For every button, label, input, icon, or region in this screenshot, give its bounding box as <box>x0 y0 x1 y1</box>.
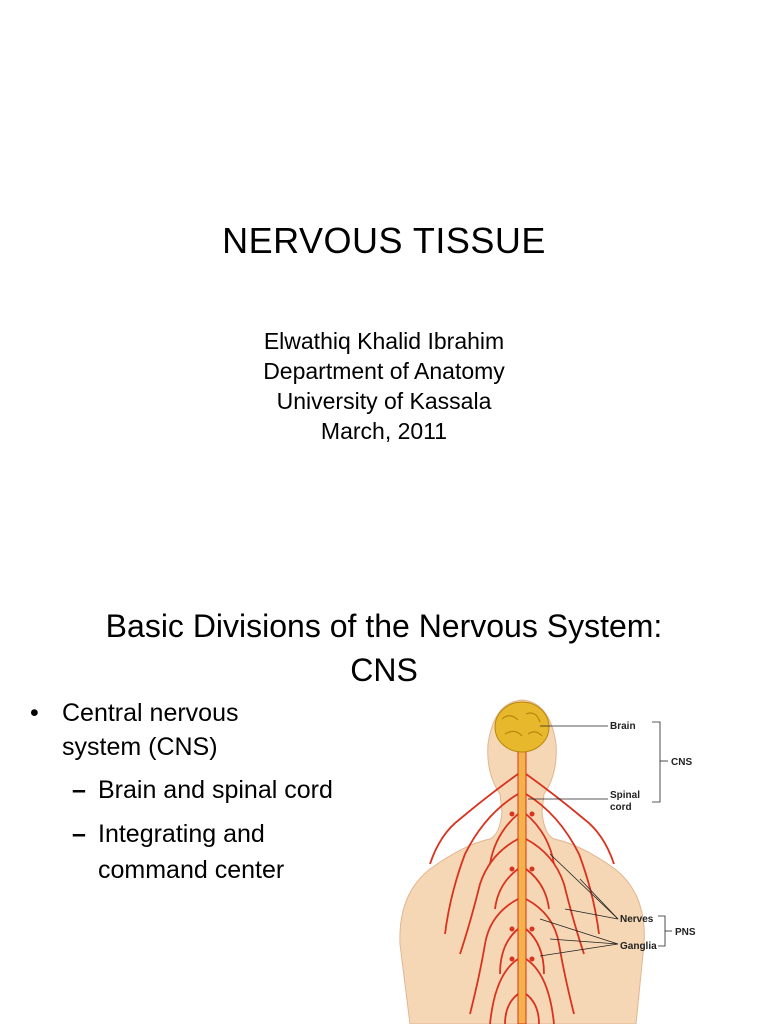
title-line-1: Basic Divisions of the Nervous System: <box>105 608 663 644</box>
slide-title: Basic Divisions of the Nervous System: C… <box>0 604 768 692</box>
department: Department of Anatomy <box>263 358 505 384</box>
brain-label: Brain <box>610 721 636 732</box>
ganglia-label: Ganglia <box>620 941 657 952</box>
date: March, 2011 <box>320 418 448 444</box>
title-slide: NERVOUS TISSUE Elwathiq Khalid Ibrahim D… <box>0 220 768 446</box>
pns-label: PNS <box>675 927 696 938</box>
dash-icon: – <box>72 820 86 848</box>
bullet-list: • Central nervous system (CNS) – Brain a… <box>30 696 390 888</box>
subbullet-line-1: Integrating and <box>98 820 265 848</box>
subbullet-item: – Integrating and command center <box>72 816 390 888</box>
spinal-column <box>517 733 527 1024</box>
nervous-system-illustration: Brain Spinal cord CNS Nerves Ganglia PNS <box>399 699 696 1024</box>
slide-subtitle: Elwathiq Khalid Ibrahim Department of An… <box>0 326 768 446</box>
university: University of Kassala <box>276 388 492 414</box>
nerves <box>429 773 615 1024</box>
nerves-label: Nerves <box>620 914 654 925</box>
bullet-line-1: Central nervous <box>62 699 239 727</box>
subbullet-item: – Brain and spinal cord <box>72 772 390 808</box>
subbullet-line-2: command center <box>98 856 285 884</box>
subbullet-text: Brain and spinal cord <box>98 776 333 804</box>
ganglia-dots <box>509 811 535 962</box>
brain-icon <box>494 701 550 753</box>
bullet-item: • Central nervous system (CNS) <box>30 696 390 764</box>
bullet-icon: • <box>30 699 39 727</box>
author-name: Elwathiq Khalid Ibrahim <box>263 328 505 354</box>
spinal-label-1: Spinal <box>610 790 640 801</box>
spinal-label-2: cord <box>610 802 632 813</box>
title-line-2: CNS <box>350 652 418 688</box>
content-slide: Basic Divisions of the Nervous System: C… <box>0 576 768 1024</box>
bullet-line-2: system (CNS) <box>62 733 218 761</box>
cns-label: CNS <box>671 757 692 768</box>
slide-title: NERVOUS TISSUE <box>222 220 546 261</box>
dash-icon: – <box>72 776 86 804</box>
